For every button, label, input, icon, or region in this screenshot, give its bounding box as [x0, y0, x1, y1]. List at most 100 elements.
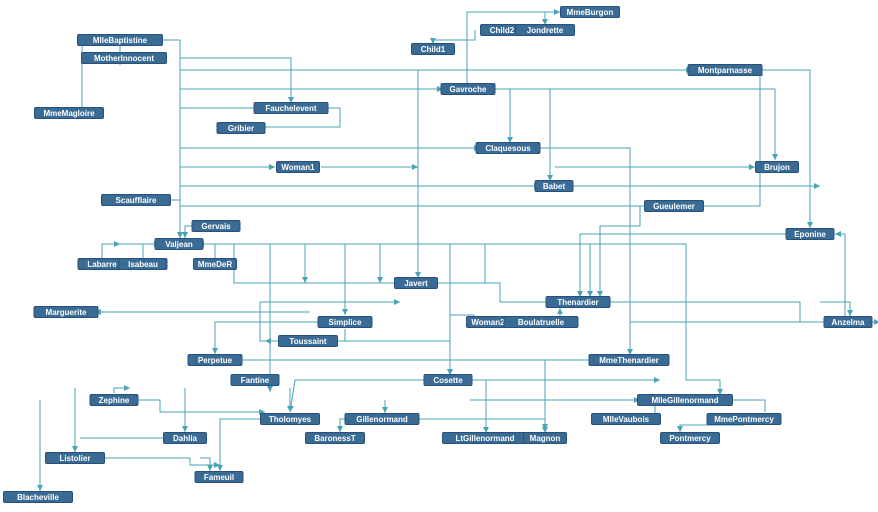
node-box: [560, 6, 620, 18]
edge-47: [835, 231, 846, 322]
node-mmeder[interactable]: MmeDeR: [193, 258, 237, 270]
node-box: [191, 220, 241, 232]
node-box: [34, 107, 104, 119]
node-magnon[interactable]: Magnon: [523, 432, 567, 444]
edge-71: [677, 424, 744, 432]
node-box: [823, 316, 873, 328]
node-mmemagloire[interactable]: MmeMagloire: [34, 107, 104, 119]
node-perpetue[interactable]: Perpetue: [187, 354, 243, 366]
node-label: Marguerite: [46, 308, 87, 317]
edge-30: [142, 241, 160, 258]
node-box: [154, 238, 204, 250]
node-label: Pontmercy: [669, 434, 711, 443]
node-pontmercy[interactable]: Pontmercy: [660, 432, 720, 444]
node-label: MmeBurgon: [567, 8, 614, 17]
node-gribier[interactable]: Gribier: [216, 122, 266, 134]
node-javert[interactable]: Javert: [394, 277, 438, 289]
node-gueulemer[interactable]: Gueulemer: [644, 200, 704, 212]
node-baronesst[interactable]: BaronessT: [305, 432, 365, 444]
node-box: [523, 432, 567, 444]
node-woman2[interactable]: Woman2: [466, 316, 510, 328]
node-tholomyes[interactable]: Tholomyes: [260, 413, 320, 425]
node-box: [687, 64, 763, 76]
node-scaufflaire[interactable]: Scaufflaire: [101, 194, 171, 206]
node-box: [503, 316, 579, 328]
node-box: [216, 122, 266, 134]
node-thenardier[interactable]: Thenardier: [545, 296, 611, 308]
node-label: Gribier: [228, 124, 254, 133]
node-label: Gillenormand: [356, 415, 408, 424]
node-simplice[interactable]: Simplice: [317, 316, 373, 328]
node-box: [475, 142, 541, 154]
node-mllegillenormand[interactable]: MlleGillenormand: [637, 394, 733, 406]
node-label: MmePontmercy: [714, 415, 774, 424]
node-jondrette[interactable]: Jondrette: [515, 24, 575, 36]
node-eponine[interactable]: Eponine: [785, 228, 835, 240]
node-box: [33, 306, 99, 318]
node-marguerite[interactable]: Marguerite: [33, 306, 99, 318]
node-label: Magnon: [530, 434, 561, 443]
node-fameuil[interactable]: Fameuil: [194, 471, 244, 483]
node-gavroche[interactable]: Gavroche: [440, 83, 496, 95]
node-toussaint[interactable]: Toussaint: [278, 335, 338, 347]
node-label: Brujon: [764, 163, 790, 172]
node-babet[interactable]: Babet: [534, 180, 574, 192]
node-label: MmeThenardier: [599, 356, 659, 365]
node-brujon[interactable]: Brujon: [755, 161, 799, 173]
node-label: Child1: [421, 45, 446, 54]
node-fauchelevent[interactable]: Fauchelevent: [253, 102, 329, 114]
node-mllevaubois[interactable]: MlleVaubois: [591, 413, 661, 425]
node-box: [163, 432, 207, 444]
node-box: [755, 161, 799, 173]
node-listolier[interactable]: Listolier: [45, 452, 105, 464]
edge-50: [212, 321, 330, 354]
node-child1[interactable]: Child1: [411, 43, 455, 55]
node-dahlia[interactable]: Dahlia: [163, 432, 207, 444]
node-woman1[interactable]: Woman1: [276, 161, 320, 173]
node-label: MmeDeR: [198, 260, 232, 269]
node-ltgillenormand[interactable]: LtGillenormand: [442, 432, 528, 444]
node-gervais[interactable]: Gervais: [191, 220, 241, 232]
node-box: [515, 24, 575, 36]
node-blacheville[interactable]: Blacheville: [3, 491, 73, 503]
node-label: Gueulemer: [653, 202, 695, 211]
node-mmethenardier[interactable]: MmeThenardier: [588, 354, 670, 366]
node-label: Javert: [404, 279, 428, 288]
node-label: Boulatruelle: [518, 318, 565, 327]
node-gillenormand[interactable]: Gillenormand: [344, 413, 420, 425]
node-box: [278, 335, 338, 347]
node-label: Isabeau: [128, 260, 158, 269]
node-box: [81, 52, 167, 64]
node-label: BaronessT: [314, 434, 355, 443]
node-mmepontmercy[interactable]: MmePontmercy: [706, 413, 782, 425]
node-label: Jondrette: [527, 26, 564, 35]
node-box: [344, 413, 420, 425]
node-label: Woman2: [471, 318, 505, 327]
node-box: [101, 194, 171, 206]
node-isabeau[interactable]: Isabeau: [118, 258, 168, 270]
node-label: MlleBaptistine: [93, 36, 148, 45]
node-cosette[interactable]: Cosette: [423, 374, 473, 386]
node-box: [317, 316, 373, 328]
node-motherinnocent[interactable]: MotherInnocent: [81, 52, 167, 64]
edge-17: [536, 147, 633, 355]
node-label: Eponine: [794, 230, 826, 239]
node-label: MotherInnocent: [94, 54, 154, 63]
node-valjean[interactable]: Valjean: [154, 238, 204, 250]
node-mllebaptistine[interactable]: MlleBaptistine: [77, 34, 163, 46]
node-montparnasse[interactable]: Montparnasse: [687, 64, 763, 76]
edge-56: [287, 379, 432, 413]
node-labarre[interactable]: Labarre: [77, 258, 127, 270]
node-label: Toussaint: [289, 337, 327, 346]
node-label: Fameuil: [204, 473, 234, 482]
node-zephine[interactable]: Zephine: [89, 394, 139, 406]
node-fantine[interactable]: Fantine: [230, 374, 280, 386]
node-mmeburgon[interactable]: MmeBurgon: [560, 6, 620, 18]
node-boulatruelle[interactable]: Boulatruelle: [503, 316, 579, 328]
node-anzelma[interactable]: Anzelma: [823, 316, 873, 328]
node-label: MlleVaubois: [603, 415, 650, 424]
node-claquesous[interactable]: Claquesous: [475, 142, 541, 154]
edge-63: [134, 399, 265, 415]
node-box: [394, 277, 438, 289]
